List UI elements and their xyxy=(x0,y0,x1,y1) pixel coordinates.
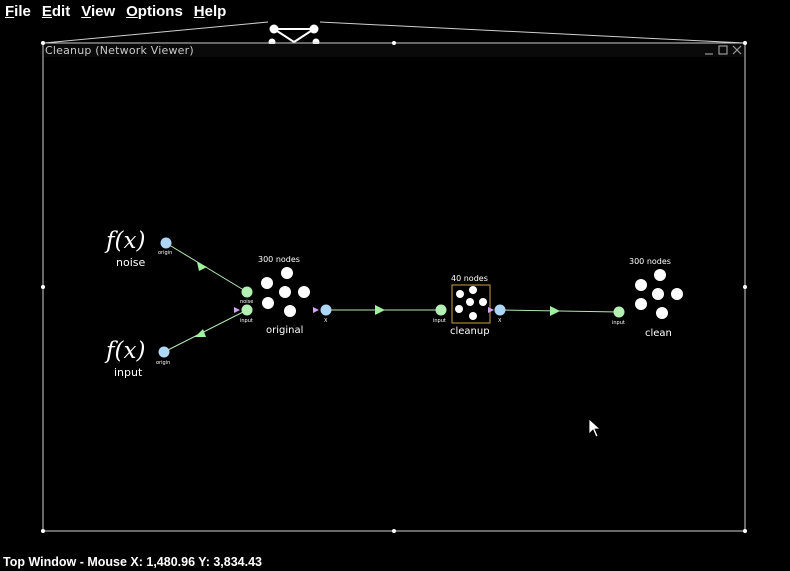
origin-port-icon[interactable] xyxy=(160,237,172,249)
menu-view-label: iew xyxy=(90,2,116,20)
termination-port-label: input xyxy=(612,320,625,326)
function-input-noise[interactable]: f(x) noise origin xyxy=(104,228,172,269)
termination-port-icon[interactable] xyxy=(435,304,447,316)
resize-handle xyxy=(41,285,45,289)
menu-help-mnemonic: H xyxy=(193,2,205,20)
ensemble-clean[interactable]: 300 nodes clean input xyxy=(612,257,683,339)
resize-handle xyxy=(41,529,45,533)
origin-port-label: origin xyxy=(156,360,170,366)
menu-bar: File Edit View Options Help xyxy=(0,0,790,22)
origin-port-icon[interactable] xyxy=(158,346,170,358)
output-marker-icon xyxy=(313,307,319,313)
menu-options-mnemonic: O xyxy=(126,2,138,20)
termination-port-icon[interactable] xyxy=(613,306,625,318)
origin-port-icon[interactable] xyxy=(320,304,332,316)
resize-handle xyxy=(743,41,747,45)
menu-edit[interactable]: Edit xyxy=(37,3,75,20)
ensemble-cleanup-label: cleanup xyxy=(450,326,490,337)
menu-help-label: elp xyxy=(204,2,227,20)
function-input-noise-label: noise xyxy=(116,256,145,269)
menu-file-label: ile xyxy=(14,2,31,20)
close-icon[interactable] xyxy=(731,44,743,56)
minimize-icon[interactable] xyxy=(703,44,715,56)
window-title-bar xyxy=(44,44,744,57)
projection-arrow-icon xyxy=(197,262,207,271)
resize-handle xyxy=(743,285,747,289)
resize-handles xyxy=(41,41,747,533)
termination-port-icon[interactable] xyxy=(241,286,253,298)
menu-file[interactable]: File xyxy=(0,3,36,20)
projection-arrow-icon xyxy=(375,305,385,315)
resize-handle xyxy=(41,41,45,45)
menu-options[interactable]: Options xyxy=(121,3,188,20)
ensemble-nodes xyxy=(455,286,487,320)
function-input-input-label: input xyxy=(114,366,143,379)
ensemble-clean-count: 300 nodes xyxy=(629,257,671,266)
status-bar: Top Window - Mouse X: 1,480.96 Y: 3,834.… xyxy=(0,552,790,571)
mouse-cursor-icon xyxy=(588,418,602,438)
termination-port-label: input xyxy=(433,318,446,324)
output-marker-icon xyxy=(488,307,494,313)
function-symbol: f(x) xyxy=(104,228,145,254)
network-viewer-window[interactable] xyxy=(41,41,747,533)
menu-options-label: ptions xyxy=(137,2,183,20)
termination-port-icon[interactable] xyxy=(241,304,253,316)
origin-port-label: X xyxy=(498,318,502,324)
input-marker-icon xyxy=(234,307,240,313)
origin-port-icon[interactable] xyxy=(494,304,506,316)
resize-handle xyxy=(743,529,747,533)
perspective-lines xyxy=(43,21,746,44)
resize-handle xyxy=(392,41,396,45)
ensemble-original[interactable]: 300 nodes original noise input X xyxy=(234,255,332,336)
menu-edit-mnemonic: E xyxy=(41,2,52,20)
projection-arrow-icon xyxy=(195,329,206,337)
ensemble-cleanup[interactable]: 40 nodes cleanup input X xyxy=(433,274,506,337)
origin-port-label: X xyxy=(324,318,328,324)
selection-box xyxy=(451,284,491,324)
ensemble-cleanup-count: 40 nodes xyxy=(451,274,488,283)
ensemble-original-label: original xyxy=(266,325,303,336)
projection-input xyxy=(163,309,248,353)
maximize-icon[interactable] xyxy=(717,44,729,56)
projection-arrow-icon xyxy=(550,306,560,316)
network-icon[interactable] xyxy=(268,22,320,46)
projections xyxy=(163,242,620,353)
menu-view-mnemonic: V xyxy=(81,2,91,20)
status-text: Top Window - Mouse X: 1,480.96 Y: 3,834.… xyxy=(3,554,262,569)
menu-edit-label: dit xyxy=(51,2,71,20)
function-input-input[interactable]: f(x) input origin xyxy=(104,338,170,379)
origin-port-label: origin xyxy=(158,250,172,256)
projection-noise xyxy=(165,242,248,293)
resize-handle xyxy=(392,529,396,533)
menu-help[interactable]: Help xyxy=(189,3,232,20)
ensemble-nodes xyxy=(635,269,683,319)
termination-port-label: noise xyxy=(240,299,253,305)
ensemble-original-count: 300 nodes xyxy=(258,255,300,264)
termination-port-label: input xyxy=(240,318,253,324)
menu-view[interactable]: View xyxy=(76,3,120,20)
function-symbol: f(x) xyxy=(104,338,145,364)
ensemble-nodes xyxy=(261,267,310,317)
ensemble-clean-label: clean xyxy=(645,328,672,339)
menu-file-mnemonic: F xyxy=(5,2,15,20)
window-title: Cleanup (Network Viewer) xyxy=(45,44,194,57)
